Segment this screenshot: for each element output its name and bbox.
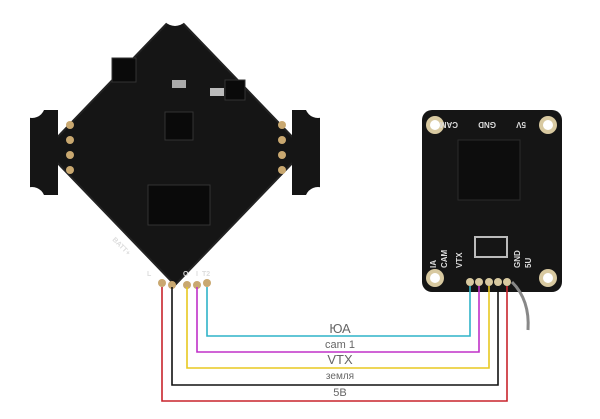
pad-label: O bbox=[183, 271, 189, 278]
wire bbox=[161, 286, 508, 402]
vtx-top-label: GND bbox=[478, 120, 496, 129]
vtx-top-label: CAM bbox=[439, 120, 458, 129]
wire bbox=[196, 286, 480, 353]
wire-label-yua: ЮА bbox=[300, 322, 380, 335]
wire bbox=[186, 286, 490, 369]
wire bbox=[206, 286, 471, 337]
wire-label-ground: земля bbox=[300, 372, 380, 382]
wire-label-5v: 5В bbox=[300, 388, 380, 399]
vtx-board: CAM GND 5V IA CAM VTX GND 5U bbox=[422, 110, 562, 331]
vtx-bottom-label: VTX bbox=[455, 252, 464, 268]
vtx-bottom-label: IA bbox=[429, 260, 438, 268]
vtx-bottom-label: 5U bbox=[524, 258, 533, 268]
batt-label: BATT+ bbox=[111, 236, 132, 257]
vtx-bottom-label: GND bbox=[513, 250, 522, 268]
wire-label-vtx: VTX bbox=[300, 353, 380, 366]
wire-label-cam: cam 1 bbox=[300, 340, 380, 351]
pad-label: T2 bbox=[202, 271, 210, 278]
wires bbox=[161, 286, 508, 402]
vtx-top-label: 5V bbox=[516, 120, 526, 129]
pad-label: L bbox=[147, 271, 152, 278]
flight-controller-board: L O I T2 BATT+ bbox=[19, 0, 331, 289]
pad-label: I bbox=[196, 271, 198, 278]
vtx-bottom-label: CAM bbox=[440, 249, 449, 268]
wire bbox=[171, 286, 499, 386]
